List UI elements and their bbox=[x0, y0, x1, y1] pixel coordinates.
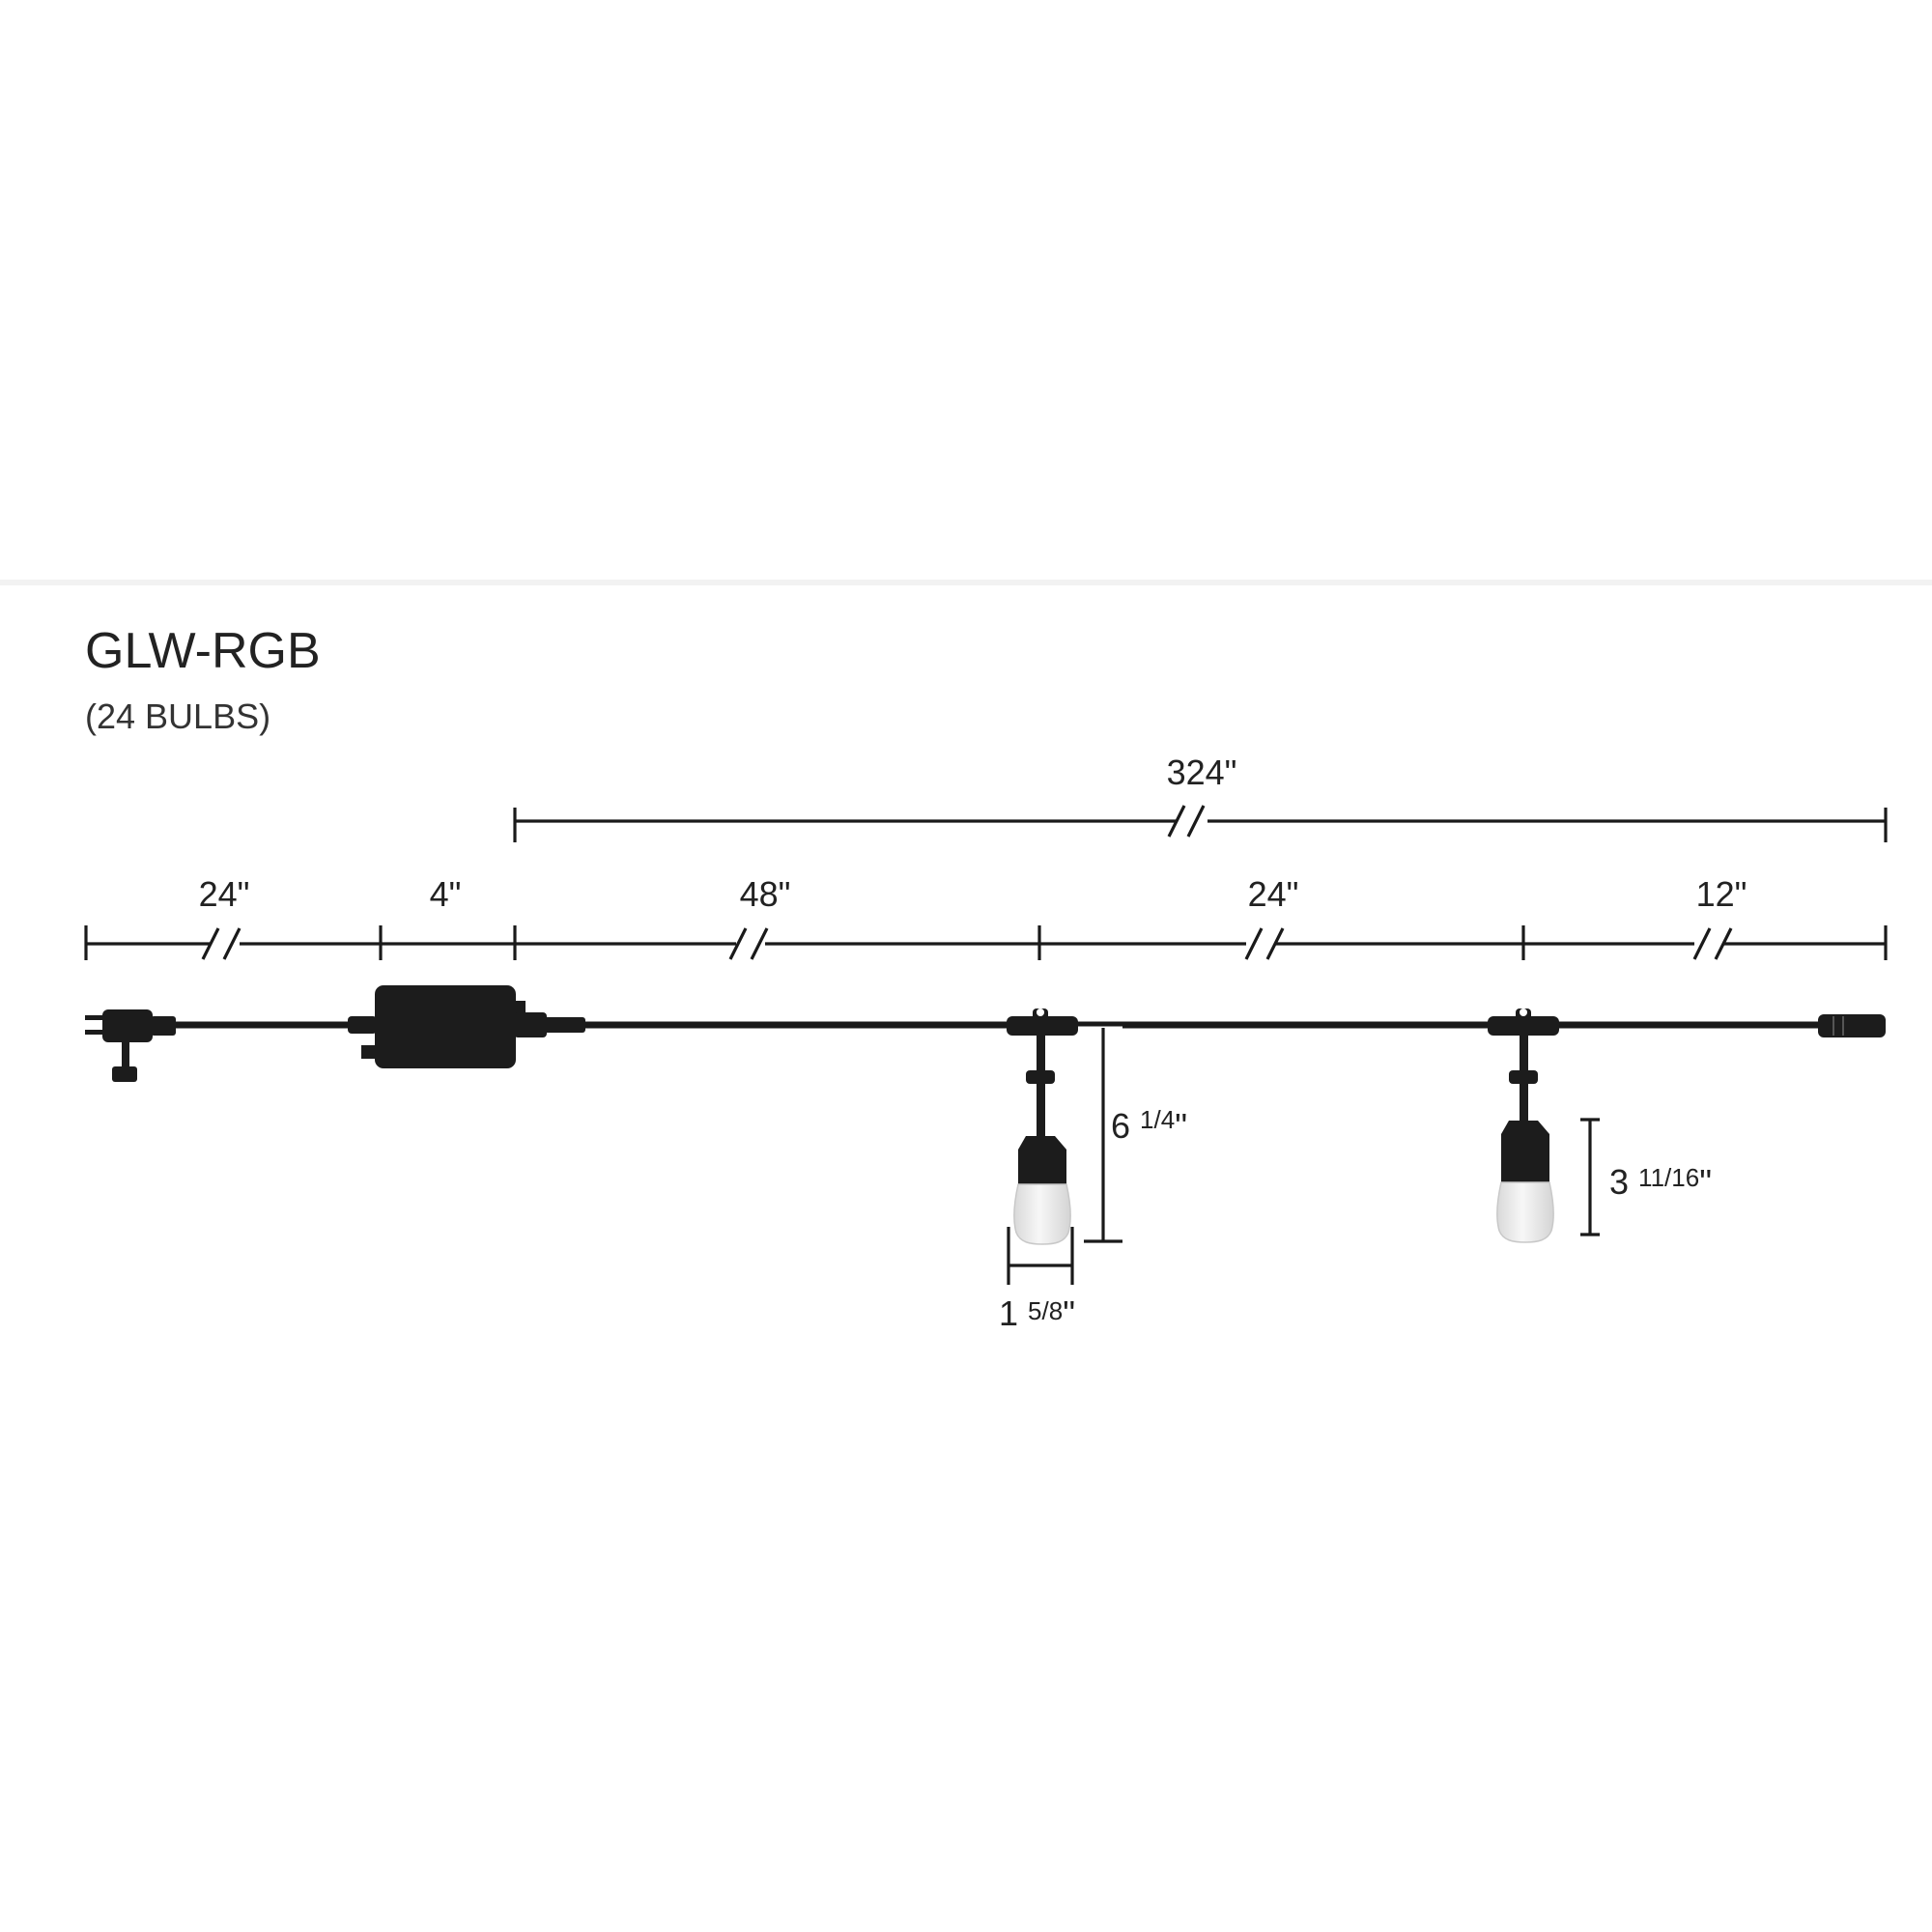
bulb-height-label: 3 11/16" bbox=[1609, 1162, 1712, 1202]
bulb-count: (24 BULBS) bbox=[85, 696, 271, 736]
product-title: GLW-RGB bbox=[85, 623, 321, 679]
end-connector-icon bbox=[1818, 1014, 1886, 1037]
bulb-spacing-label: 24" bbox=[1248, 874, 1299, 914]
first-bulb-distance-label: 48" bbox=[740, 874, 791, 914]
controller-length-label: 4" bbox=[430, 874, 462, 914]
end-lead-label: 12" bbox=[1696, 874, 1747, 914]
overall-dimension: 324" bbox=[513, 753, 1888, 842]
bulb-width-dimension: 1 5/8" bbox=[999, 1227, 1075, 1333]
bulb-icon bbox=[1488, 1009, 1559, 1243]
bulb-icon bbox=[1007, 1009, 1078, 1245]
plug-lead-label: 24" bbox=[199, 874, 250, 914]
separator-band bbox=[0, 580, 1932, 585]
drop-length-dimension: 6 1/4" bbox=[1078, 1026, 1187, 1243]
plug-icon bbox=[85, 1009, 176, 1082]
segment-dimensions: 24" 4" 48" 24" 12" bbox=[84, 874, 1888, 960]
drop-length-label: 6 1/4" bbox=[1111, 1105, 1187, 1146]
overall-length-label: 324" bbox=[1167, 753, 1237, 792]
bulb-width-label: 1 5/8" bbox=[999, 1293, 1075, 1333]
bulb-height-dimension: 3 11/16" bbox=[1580, 1118, 1712, 1236]
controller-box-icon bbox=[348, 985, 585, 1068]
